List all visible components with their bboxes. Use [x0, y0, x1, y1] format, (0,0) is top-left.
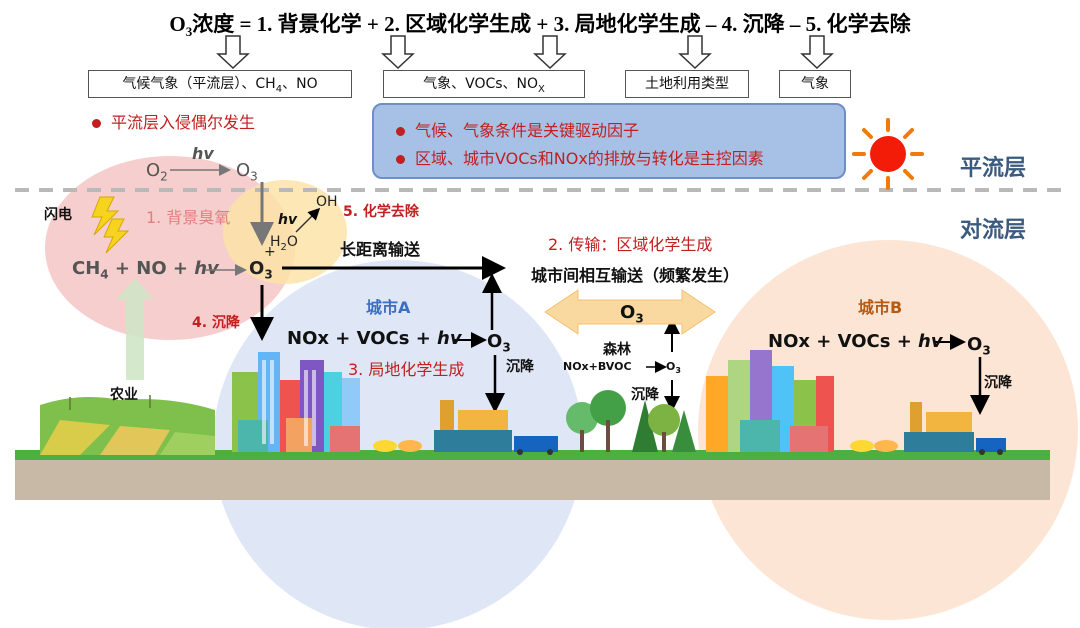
water-molecule: H2O — [270, 234, 298, 253]
key-point-2: 区域、城市VOCs和NOx的排放与转化是主控因素 — [396, 145, 764, 169]
oh-radical: OH — [316, 194, 338, 210]
intercity-transport-label: 城市间相互输送（频繁发生） — [531, 266, 740, 285]
o3-transport-band — [544, 289, 716, 335]
city-b-label: 城市B — [858, 298, 903, 317]
city-b-settle-label: 沉降 — [984, 375, 1012, 391]
city-b-buildings — [706, 350, 898, 452]
equation-arrows — [216, 35, 834, 70]
chemical-removal-label: 5. 化学去除 — [343, 204, 419, 220]
arrow-deposition — [678, 35, 712, 70]
city-b-reaction: NOx + VOCs + hv — [768, 331, 943, 352]
key-point-1: 气候、气象条件是关键驱动因子 — [396, 117, 639, 141]
plus-sign: + — [264, 244, 276, 260]
farmland-illustration — [40, 395, 215, 455]
bullet-dot — [92, 119, 101, 128]
forest-label: 森林 — [603, 342, 631, 358]
factor-box-removal: 气象 — [779, 70, 851, 98]
photolysis-hv-removal: hv — [278, 212, 298, 228]
factor-box-regional: 气象、VOCs、NOX — [383, 70, 585, 98]
ground — [15, 458, 1050, 500]
arrow-background — [216, 35, 250, 70]
ozone-budget-equation: O3浓度 = 1. 背景化学 + 2. 区域化学生成 + 3. 局地化学生成 –… — [169, 12, 911, 40]
long-range-transport-label: 长距离输送 — [340, 240, 421, 259]
arrow-removal — [800, 35, 834, 70]
city-a-buildings — [232, 352, 422, 452]
chemical-removal-area — [223, 180, 347, 284]
o2-species: O2 — [146, 160, 168, 184]
city-a-area — [213, 260, 583, 628]
city-b-factory — [904, 402, 1006, 455]
sun-icon — [852, 118, 924, 190]
regional-transport-label: 2. 传输：区域化学生成 — [548, 235, 713, 254]
stratosphere-intrusion-note: 平流层入侵偶尔发生 — [92, 109, 255, 133]
o3-stratosphere: O3 — [236, 160, 258, 184]
stratosphere-label: 平流层 — [960, 156, 1027, 181]
city-a-reaction: NOx + VOCs + hv — [287, 328, 462, 349]
city-a-factory — [434, 400, 558, 455]
city-a-o3: O3 — [487, 331, 511, 355]
o3-central: O3 — [249, 258, 273, 282]
troposphere-label: 对流层 — [960, 218, 1027, 243]
city-b-o3: O3 — [967, 334, 991, 358]
photolysis-hv-top: hv — [192, 144, 214, 163]
background-ozone-label: 1. 背景臭氧 — [146, 208, 231, 227]
lightning-label: 闪电 — [44, 207, 72, 223]
o3-band-label: O3 — [620, 302, 644, 326]
factor-box-deposition: 土地利用类型 — [625, 70, 749, 98]
agriculture-label: 农业 — [110, 387, 138, 403]
forest-illustration — [566, 390, 696, 452]
arrow-local — [533, 35, 567, 70]
grass — [15, 450, 1050, 460]
factor-box-background: 气候气象（平流层）、CH4、NO — [88, 70, 352, 98]
deposition-label: 4. 沉降 — [192, 315, 240, 331]
city-b-area — [698, 240, 1078, 620]
city-a-settle-label: 沉降 — [506, 359, 534, 375]
city-a-label: 城市A — [366, 298, 411, 317]
arrow-regional — [381, 35, 415, 70]
local-chemistry-label: 3. 局地化学生成 — [348, 360, 465, 379]
key-drivers-box: 气候、气象条件是关键驱动因子 区域、城市VOCs和NOx的排放与转化是主控因素 — [372, 103, 846, 179]
ch4-reaction: CH4 + NO + hv — [72, 258, 219, 282]
forest-settle-label: 沉降 — [631, 387, 659, 403]
lightning-icon — [91, 196, 130, 254]
forest-reaction: NOx+BVOC — [563, 360, 632, 373]
forest-o3: O3 — [666, 360, 681, 376]
